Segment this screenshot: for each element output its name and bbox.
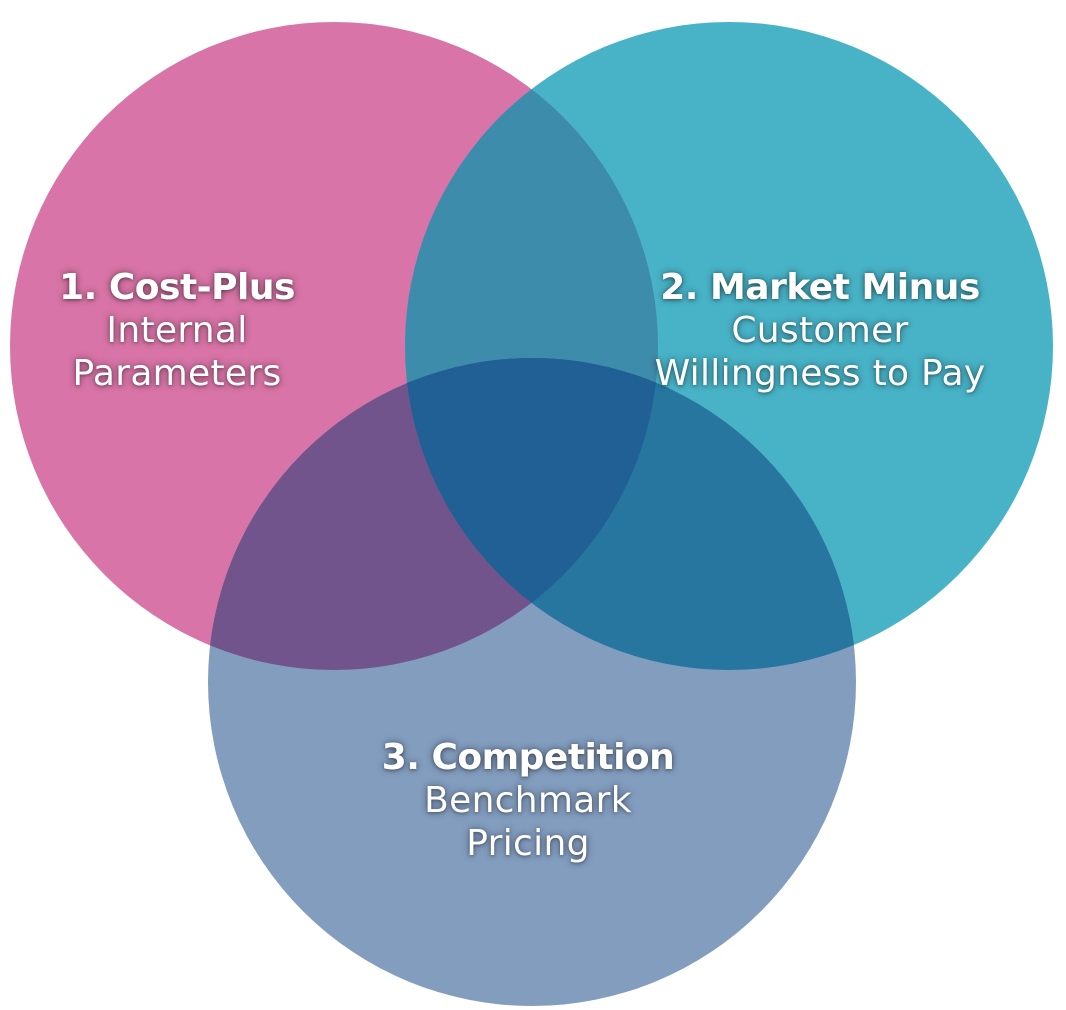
competition-line-1: Benchmark [424, 780, 632, 822]
label-market-minus: 2. Market Minus Customer Willingness to … [655, 266, 986, 396]
cost-plus-title: 1. Cost-Plus [59, 267, 295, 308]
overlap-market-competition [405, 358, 856, 670]
market-minus-line-1: Customer [731, 310, 909, 352]
competition-line-2: Pricing [466, 823, 590, 865]
competition-title: 3. Competition [381, 737, 675, 778]
cost-plus-line-2: Parameters [72, 353, 282, 395]
market-minus-line-2: Willingness to Pay [654, 353, 986, 395]
label-cost-plus: 1. Cost-Plus Internal Parameters [59, 266, 295, 396]
market-minus-title: 2. Market Minus [660, 267, 980, 308]
overlap-cost-competition [208, 358, 658, 670]
cost-plus-line-1: Internal [106, 310, 248, 352]
label-competition: 3. Competition Benchmark Pricing [382, 736, 675, 866]
